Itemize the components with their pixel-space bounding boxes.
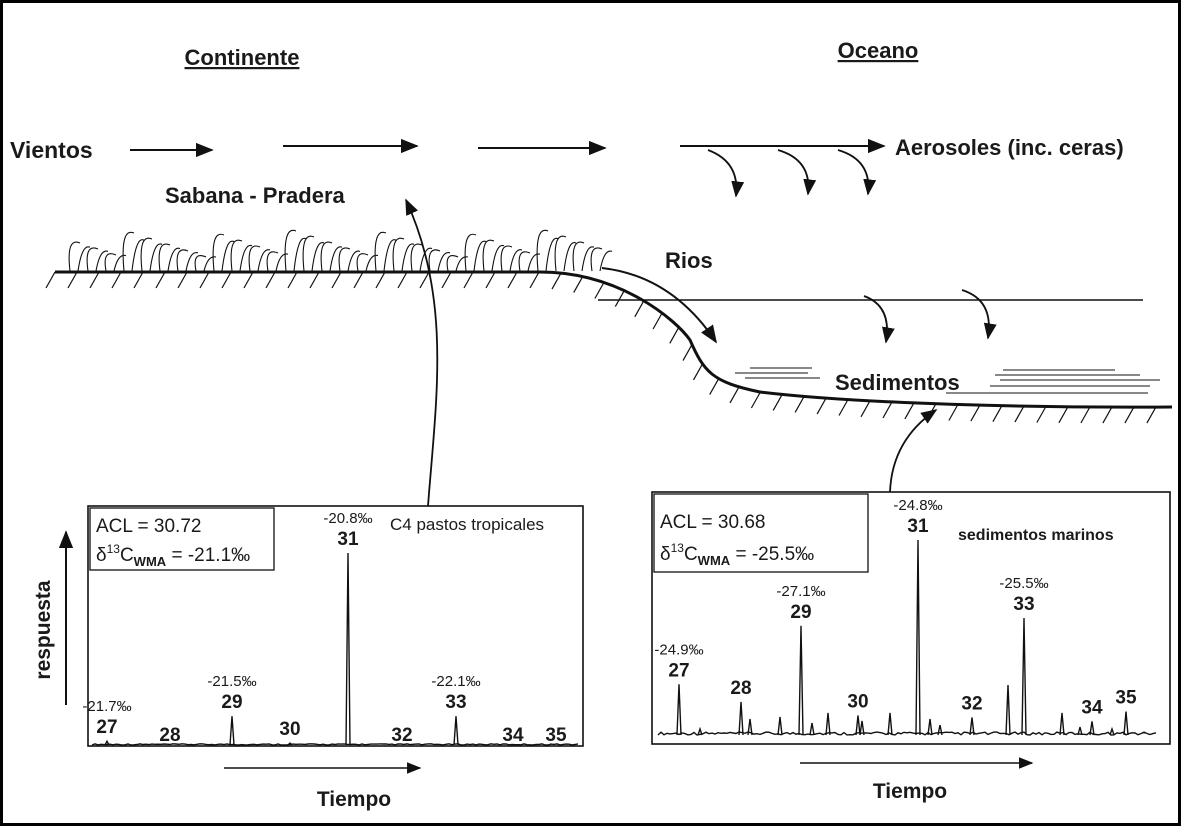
chart-2-peak-label-28: 28 — [730, 678, 751, 699]
chart-2-peak-isotope-29: -27.1‰ — [776, 583, 825, 600]
sediment-layers — [735, 367, 1160, 394]
chart-1-xlabel: Tiempo — [317, 788, 391, 811]
oceano-heading: Oceano — [838, 38, 919, 63]
chart-1-peak-isotope-33: -22.1‰ — [431, 673, 480, 690]
sabana-label: Sabana - Pradera — [165, 183, 346, 208]
vientos-label: Vientos — [10, 137, 93, 163]
chart-2-peak-isotope-33: -25.5‰ — [999, 575, 1048, 592]
chart-1-peak-label-27: 27 — [96, 717, 117, 738]
sedimentos-label: Sedimentos — [835, 370, 960, 395]
chart-1-title: C4 pastos tropicales — [390, 515, 544, 534]
chart-1-peak-isotope-29: -21.5‰ — [207, 673, 256, 690]
chart-2-peak-isotope-31: -24.8‰ — [893, 497, 942, 514]
chart-1-peak-isotope-27: -21.7‰ — [82, 698, 131, 715]
chart-2-peak-labels: 27 -24.9‰ 28 29 -27.1‰ 30 31 -24.8‰ 32 33 -25.5‰ 34… — [654, 497, 1137, 718]
respuesta-axis-label: respuesta — [32, 580, 55, 680]
savanna-link-arrow — [405, 198, 439, 507]
aerosoles-label: Aerosoles (inc. ceras) — [895, 135, 1124, 160]
river-arrow — [601, 267, 717, 344]
chart-1-acl: ACL = 30.72 — [96, 516, 201, 537]
grass-strokes — [68, 229, 613, 272]
chart-1-frame — [87, 505, 584, 747]
chart-1-peak-labels: 27 -21.7‰ 28 29 -21.5‰ 30 31 -20.8‰ 32 33 -22.1‰ 34… — [82, 510, 567, 746]
grass-tufts — [68, 229, 613, 272]
chart-2-acl: ACL = 30.68 — [660, 512, 765, 533]
aerosol-fall-arrow-2 — [777, 149, 817, 196]
rios-label: Rios — [665, 248, 713, 273]
chart-marine-sediments: ACL = 30.68 δ13CWMA = -25.5‰ sedimentos … — [651, 491, 1171, 803]
chart-c4-grasses: ACL = 30.72 δ13CWMA = -21.1‰ C4 pastos t… — [82, 505, 584, 811]
chart-2-peak-label-35: 35 — [1115, 688, 1137, 709]
chart-2-peak-label-30: 30 — [847, 692, 868, 713]
aerosol-fall-arrow-3 — [837, 149, 877, 196]
ground-profile — [55, 270, 1173, 409]
chart-2-peak-label-31: 31 — [907, 516, 929, 537]
aerosol-fall-arrow-1 — [707, 149, 745, 198]
chart-1-peak-isotope-31: -20.8‰ — [323, 510, 372, 527]
chart-2-peak-label-34: 34 — [1081, 697, 1103, 718]
continente-heading: Continente — [185, 45, 300, 70]
chart-1-peak-label-28: 28 — [159, 725, 180, 746]
chart-2-stats-box — [653, 493, 869, 573]
chart-2-title: sedimentos marinos — [958, 527, 1114, 544]
chart-2-peak-label-32: 32 — [961, 694, 982, 715]
chart-1-peak-label-29: 29 — [221, 692, 242, 713]
chart-2-d13c: δ13CWMA = -25.5‰ — [660, 541, 814, 568]
chart-1-trace — [91, 552, 579, 746]
chart-1-stats-box — [89, 507, 275, 571]
water-fall-arrow-2 — [961, 289, 997, 340]
chart-1-peak-label-33: 33 — [445, 692, 466, 713]
chart-1-peak-label-34: 34 — [502, 725, 524, 746]
chart-2-peak-label-33: 33 — [1013, 594, 1034, 615]
chart-2-xlabel: Tiempo — [873, 780, 947, 803]
chart-1-peak-label-32: 32 — [391, 725, 412, 746]
chart-2-frame — [651, 491, 1171, 745]
sediment-link-arrow — [889, 409, 938, 493]
chart-1-peak-label-31: 31 — [337, 529, 359, 550]
chart-2-peak-label-27: 27 — [668, 660, 689, 681]
chart-1-d13c: δ13CWMA = -21.1‰ — [96, 542, 250, 569]
chart-2-trace — [657, 539, 1157, 736]
chart-1-peak-label-30: 30 — [279, 719, 300, 740]
hatch-strokes — [45, 271, 1157, 424]
ground-hatching — [45, 271, 1157, 424]
chart-2-peak-label-29: 29 — [790, 602, 811, 623]
chart-2-peak-isotope-27: -24.9‰ — [654, 641, 703, 658]
chart-1-peak-label-35: 35 — [545, 725, 567, 746]
water-fall-arrow-1 — [863, 295, 895, 344]
